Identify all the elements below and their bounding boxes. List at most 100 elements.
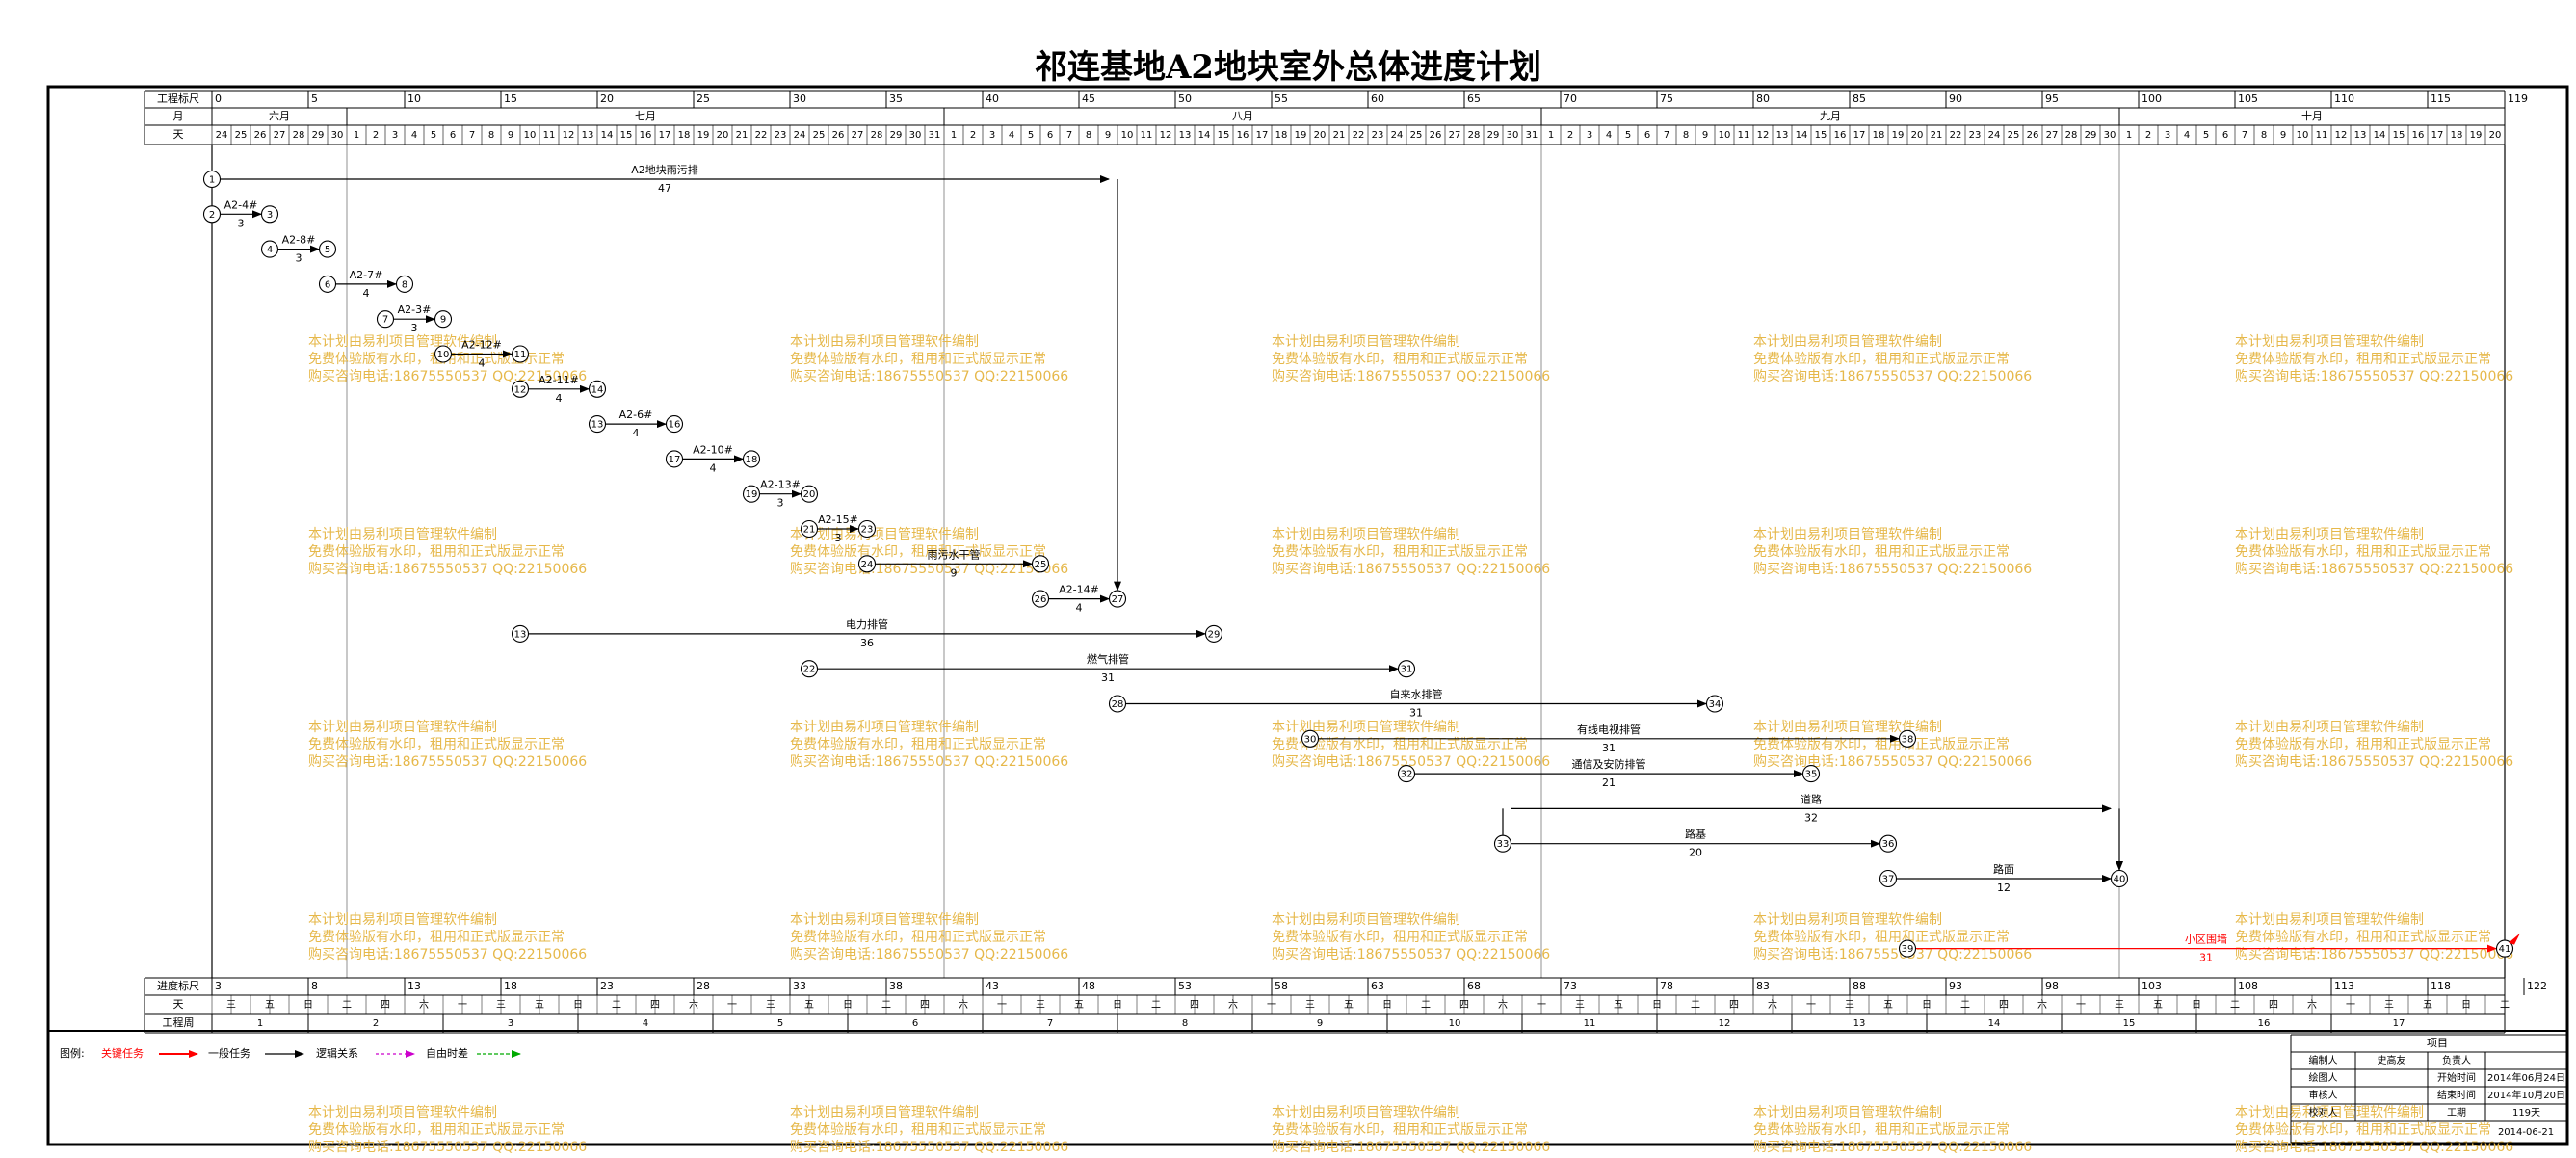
day-number: 24 [1391, 130, 1404, 141]
task-duration: 36 [860, 637, 874, 649]
day-number: 15 [620, 130, 633, 141]
node-circle [1879, 834, 1898, 853]
scale-tick-label: 95 [2045, 92, 2059, 105]
day-number: 16 [2412, 130, 2425, 141]
day-number: 23 [1372, 130, 1384, 141]
progress-tick-label: 83 [1756, 980, 1770, 992]
day-number: 12 [563, 130, 575, 141]
day-number: 24 [794, 130, 806, 141]
node-label: 18 [746, 455, 758, 465]
watermark-text: 本计划由易利项目管理软件编制 [308, 720, 497, 735]
watermark-text: 免费体验版有水印，租用和正式版显示正常 [790, 544, 1046, 560]
node-circle [1493, 834, 1512, 853]
progress-tick-label: 28 [697, 980, 710, 992]
day-number: 6 [1644, 130, 1650, 141]
watermark-text: 本计划由易利项目管理软件编制 [2235, 912, 2424, 928]
day-number: 5 [2203, 130, 2209, 141]
progress-tick-label: 122 [2527, 980, 2547, 992]
scale-tick-label: 5 [311, 92, 318, 105]
node-label: 38 [1902, 734, 1914, 745]
watermark-text: 免费体验版有水印，租用和正式版显示正常 [1272, 1122, 1528, 1138]
watermark-text: 购买咨询电话:18675550537 QQ:22150066 [2235, 1140, 2513, 1155]
watermark-text: 本计划由易利项目管理软件编制 [1272, 912, 1460, 928]
node-label: 16 [669, 420, 681, 431]
month-name: 十月 [2301, 109, 2323, 122]
day-number: 28 [293, 130, 305, 141]
day-number: 20 [2489, 130, 2502, 141]
node-label: 22 [803, 665, 816, 675]
day-number: 20 [1314, 130, 1327, 141]
page-title: 祁连基地A2地块室外总体进度计划 [1034, 48, 1542, 87]
day-number: 16 [1834, 130, 1847, 141]
watermark-text: 购买咨询电话:18675550537 QQ:22150066 [308, 562, 587, 577]
node-label: 6 [325, 279, 330, 290]
watermark-text: 本计划由易利项目管理软件编制 [308, 527, 497, 542]
scale-tick-label: 50 [1178, 92, 1192, 105]
day-number: 11 [2316, 130, 2328, 141]
day-number: 31 [1526, 130, 1538, 141]
node-circle [1031, 590, 1050, 608]
task-name: A2-3# [398, 303, 432, 316]
node-label: 3 [267, 210, 273, 221]
node-circle [511, 380, 530, 398]
task-duration: 21 [1602, 776, 1616, 789]
task-duration: 47 [658, 182, 671, 195]
day-number: 14 [1796, 130, 1808, 141]
day-number: 7 [1664, 130, 1669, 141]
watermark-text: 本计划由易利项目管理软件编制 [1272, 527, 1460, 542]
day-number: 7 [1066, 130, 1072, 141]
watermark-text: 本计划由易利项目管理软件编制 [1272, 334, 1460, 350]
scale-label: 工程标尺 [157, 92, 199, 105]
week-number: 8 [1182, 1018, 1188, 1029]
day-number: 13 [1776, 130, 1789, 141]
node-circle [1031, 555, 1050, 573]
watermark-text: 本计划由易利项目管理软件编制 [1272, 1105, 1460, 1120]
task-name: A2-6# [619, 408, 653, 421]
task-duration: 4 [556, 392, 563, 405]
day-number: 29 [1487, 130, 1500, 141]
watermark-text: 本计划由易利项目管理软件编制 [1753, 334, 1942, 350]
day-number: 27 [2046, 130, 2059, 141]
watermark-text: 本计划由易利项目管理软件编制 [1753, 720, 1942, 735]
task-name: A2-14# [1059, 584, 1099, 596]
task-duration: 31 [1409, 707, 1423, 720]
watermark-text: 免费体验版有水印，租用和正式版显示正常 [790, 737, 1046, 752]
node-circle [202, 205, 222, 224]
node-label: 13 [591, 420, 604, 431]
scale-tick-label: 90 [1949, 92, 1962, 105]
info-table-cell: 结束时间 [2437, 1089, 2476, 1101]
week-number: 13 [1853, 1018, 1866, 1029]
day-number: 22 [755, 130, 768, 141]
scale-tick-label: 80 [1756, 92, 1770, 105]
day-number: 2 [2145, 130, 2151, 141]
day-number: 25 [1410, 130, 1423, 141]
day-number: 29 [2085, 130, 2097, 141]
day-number: 15 [1218, 130, 1230, 141]
week-number: 12 [1719, 1018, 1731, 1029]
day-number: 3 [2165, 130, 2170, 141]
day-number: 1 [354, 130, 359, 141]
task-duration: 31 [1602, 742, 1616, 754]
scale-tick-label: 40 [986, 92, 999, 105]
watermark-text: 购买咨询电话:18675550537 QQ:22150066 [790, 1140, 1068, 1155]
day-number: 30 [331, 130, 344, 141]
day-number: 12 [2335, 130, 2348, 141]
day-number: 17 [1853, 130, 1866, 141]
info-table-cell: 工期 [2447, 1107, 2466, 1119]
scale-tick-label: 25 [697, 92, 710, 105]
day-number: 1 [1548, 130, 1554, 141]
watermark-text: 本计划由易利项目管理软件编制 [308, 1105, 497, 1120]
watermark-text: 免费体验版有水印，租用和正式版显示正常 [2235, 544, 2491, 560]
day-number: 4 [2184, 130, 2190, 141]
node-circle [588, 415, 607, 434]
day-number: 22 [1353, 130, 1365, 141]
day-number: 12 [1160, 130, 1172, 141]
progress-tick-label: 118 [2431, 980, 2451, 992]
day-number: 30 [909, 130, 922, 141]
node-label: 37 [1882, 875, 1895, 885]
day-number: 17 [1256, 130, 1269, 141]
day-number: 12 [1757, 130, 1770, 141]
node-label: 41 [2499, 944, 2511, 955]
legend-critical-label: 关键任务 [101, 1046, 144, 1060]
progress-tick-label: 58 [1275, 980, 1288, 992]
